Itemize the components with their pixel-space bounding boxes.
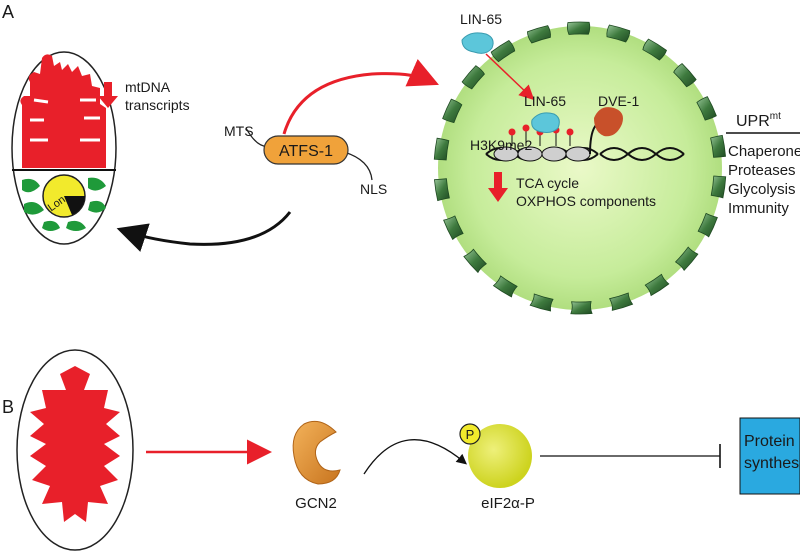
gcn2-label: GCN2 [295, 495, 337, 512]
envelope-segment [673, 63, 697, 88]
envelope-segment [674, 246, 699, 272]
lin65-top-label: LIN-65 [460, 11, 502, 27]
envelope-segment [529, 293, 554, 312]
mtdna-label: mtDNA [125, 79, 171, 95]
mitochondrion-b [16, 349, 134, 551]
eif2a-protein [468, 424, 532, 488]
dve1-protein [594, 107, 623, 137]
phospho-group [459, 423, 481, 445]
nuclear-envelope [433, 21, 727, 315]
protein-synthesis-box [739, 417, 800, 495]
upr-label: UPRmt [736, 111, 781, 130]
envelope-segment [644, 273, 670, 297]
eif2a-label: eIF2α-P [481, 495, 535, 512]
envelope-segment [490, 39, 516, 63]
upr-item-chaperones: Chaperones [728, 143, 800, 160]
envelope-segment [527, 25, 551, 44]
envelope-segment [697, 212, 718, 238]
envelope-segment [433, 137, 450, 161]
envelope-segment [463, 248, 487, 274]
envelope-segment [434, 178, 450, 202]
mtdna-down-arrow [98, 82, 118, 108]
lin65-import-arrow [485, 53, 535, 101]
synthesis-label: synthesis [744, 455, 800, 472]
gcn2-protein [292, 420, 341, 485]
phospho-label: P [466, 427, 475, 442]
upr-item-immunity: Immunity [728, 200, 789, 217]
h3k9-label: H3K9me2 [470, 137, 532, 153]
envelope-segment [442, 98, 463, 124]
envelope-segment [710, 134, 726, 158]
envelope-segment [642, 38, 667, 61]
upr-main: UPR [736, 113, 770, 130]
chromatin [485, 121, 685, 162]
envelope-segment [570, 301, 593, 315]
transcripts-label: transcripts [125, 97, 190, 113]
atfs1-label: ATFS-1 [279, 143, 333, 160]
panel-b-letter: B [2, 397, 14, 417]
nls-tail [343, 151, 373, 181]
upr-sup: mt [770, 111, 781, 122]
to-nucleus-arrow [282, 58, 439, 135]
panel-a-letter: A [2, 2, 14, 22]
envelope-segment [608, 292, 634, 311]
mitochondrion-a: Lon [11, 51, 117, 245]
nucleus [433, 21, 727, 315]
lin65-nuclear [531, 112, 560, 133]
envelope-segment [492, 275, 518, 298]
protein-label: Protein [744, 433, 795, 450]
phosphorylation-arrow [363, 439, 467, 475]
tca-label: TCA cycle [516, 175, 579, 191]
upr-item-glycolysis: Glycolysis [728, 181, 796, 198]
nls-label: NLS [360, 181, 387, 197]
envelope-segment [710, 175, 727, 199]
dve1-label: DVE-1 [598, 93, 639, 109]
envelope-segment [606, 24, 631, 43]
envelope-segment [566, 21, 591, 35]
mts-label: MTS [224, 123, 254, 139]
atfs1-protein [263, 135, 349, 165]
envelope-segment [696, 96, 717, 121]
tca-down-arrow [488, 172, 508, 202]
lin65-cytoplasmic [461, 32, 494, 54]
upr-item-proteases: Proteases [728, 162, 796, 179]
lin65-chromatin-label: LIN-65 [524, 93, 566, 109]
to-mitochondrion-arrow [116, 211, 292, 252]
envelope-segment [443, 215, 464, 241]
oxphos-label: OXPHOS components [516, 193, 656, 209]
envelope-segment [461, 65, 485, 90]
